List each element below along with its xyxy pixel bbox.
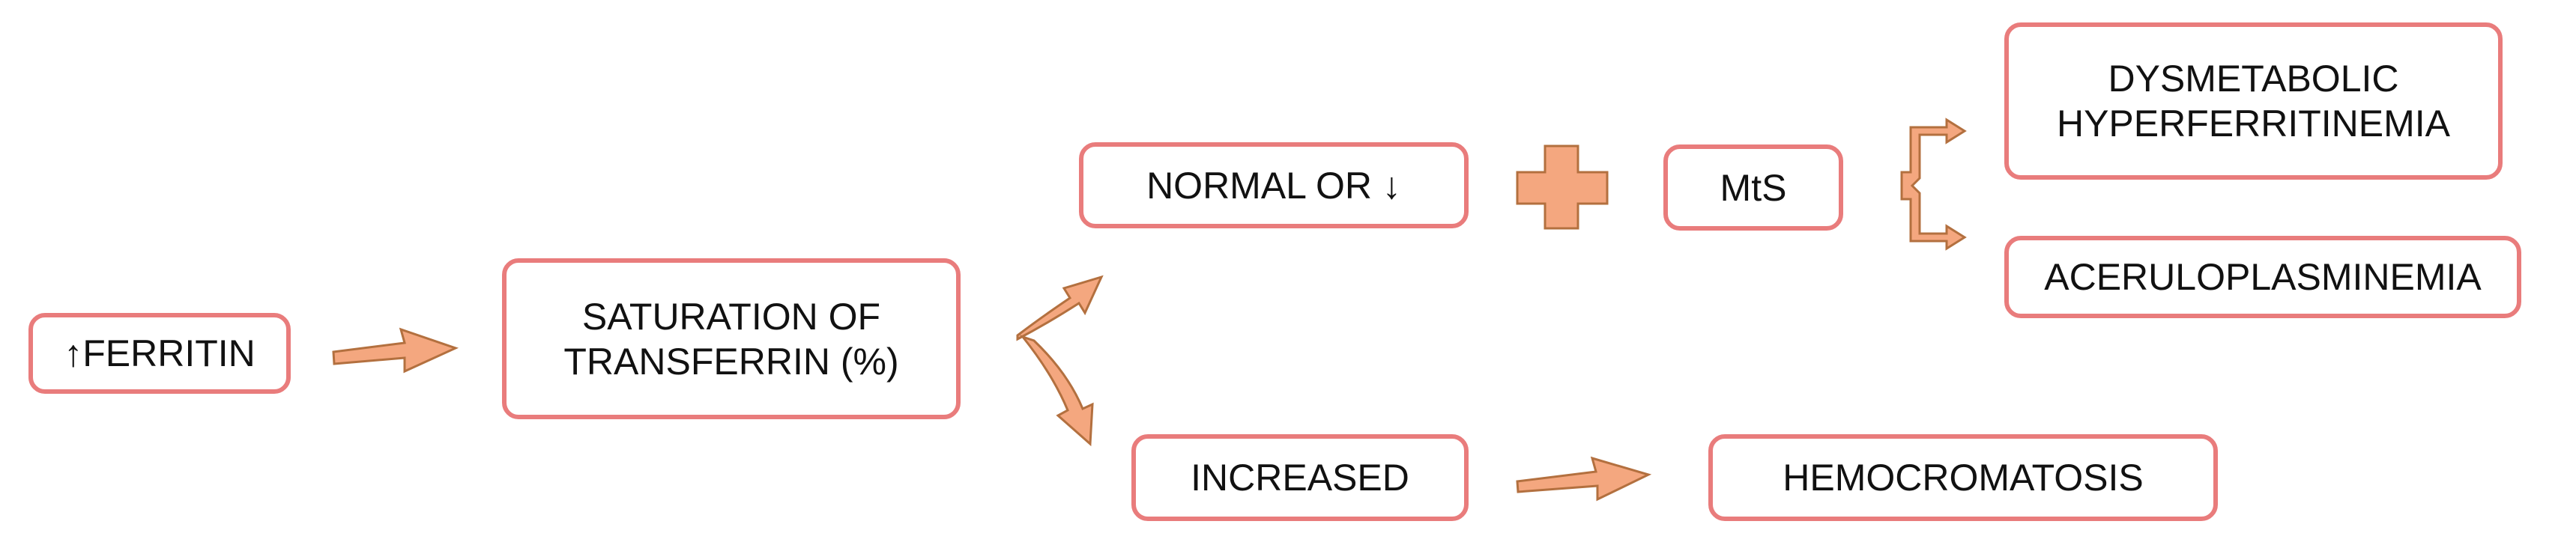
saturation-label-line2: TRANSFERRIN (%) [563,340,899,383]
bracket-icon [1900,118,1967,251]
hemocromatosis-label: HEMOCROMATOSIS [1783,457,2144,499]
mts-label: MtS [1720,166,1787,209]
ferritin-box: ↑FERRITIN [28,313,291,394]
plus-icon [1516,144,1609,230]
saturation-box: SATURATION OF TRANSFERRIN (%) [502,258,961,419]
dysmetabolic-label-line2: HYPERFERRITINEMIA [2056,103,2451,144]
dysmetabolic-label-line1: DYSMETABOLIC [2108,58,2399,100]
arrow-saturation-to-increased [1019,334,1094,447]
saturation-label-line1: SATURATION OF [581,295,881,338]
hemocromatosis-box: HEMOCROMATOSIS [1708,434,2218,521]
arrow-increased-to-hemocromatosis [1516,456,1652,502]
arrow-saturation-to-normal [1016,275,1104,341]
normal-box: NORMAL OR ↓ [1079,142,1469,228]
normal-label: NORMAL OR ↓ [1146,164,1401,207]
aceruloplasminemia-box: ACERULOPLASMINEMIA [2004,236,2521,318]
mts-box: MtS [1663,144,1843,231]
aceruloplasminemia-label: ACERULOPLASMINEMIA [2044,256,2482,298]
increased-box: INCREASED [1131,434,1469,521]
arrow-ferritin-to-saturation [332,327,459,374]
ferritin-label: ↑FERRITIN [64,332,256,374]
increased-label: INCREASED [1191,457,1409,499]
dysmetabolic-box: DYSMETABOLIC HYPERFERRITINEMIA [2004,22,2503,180]
